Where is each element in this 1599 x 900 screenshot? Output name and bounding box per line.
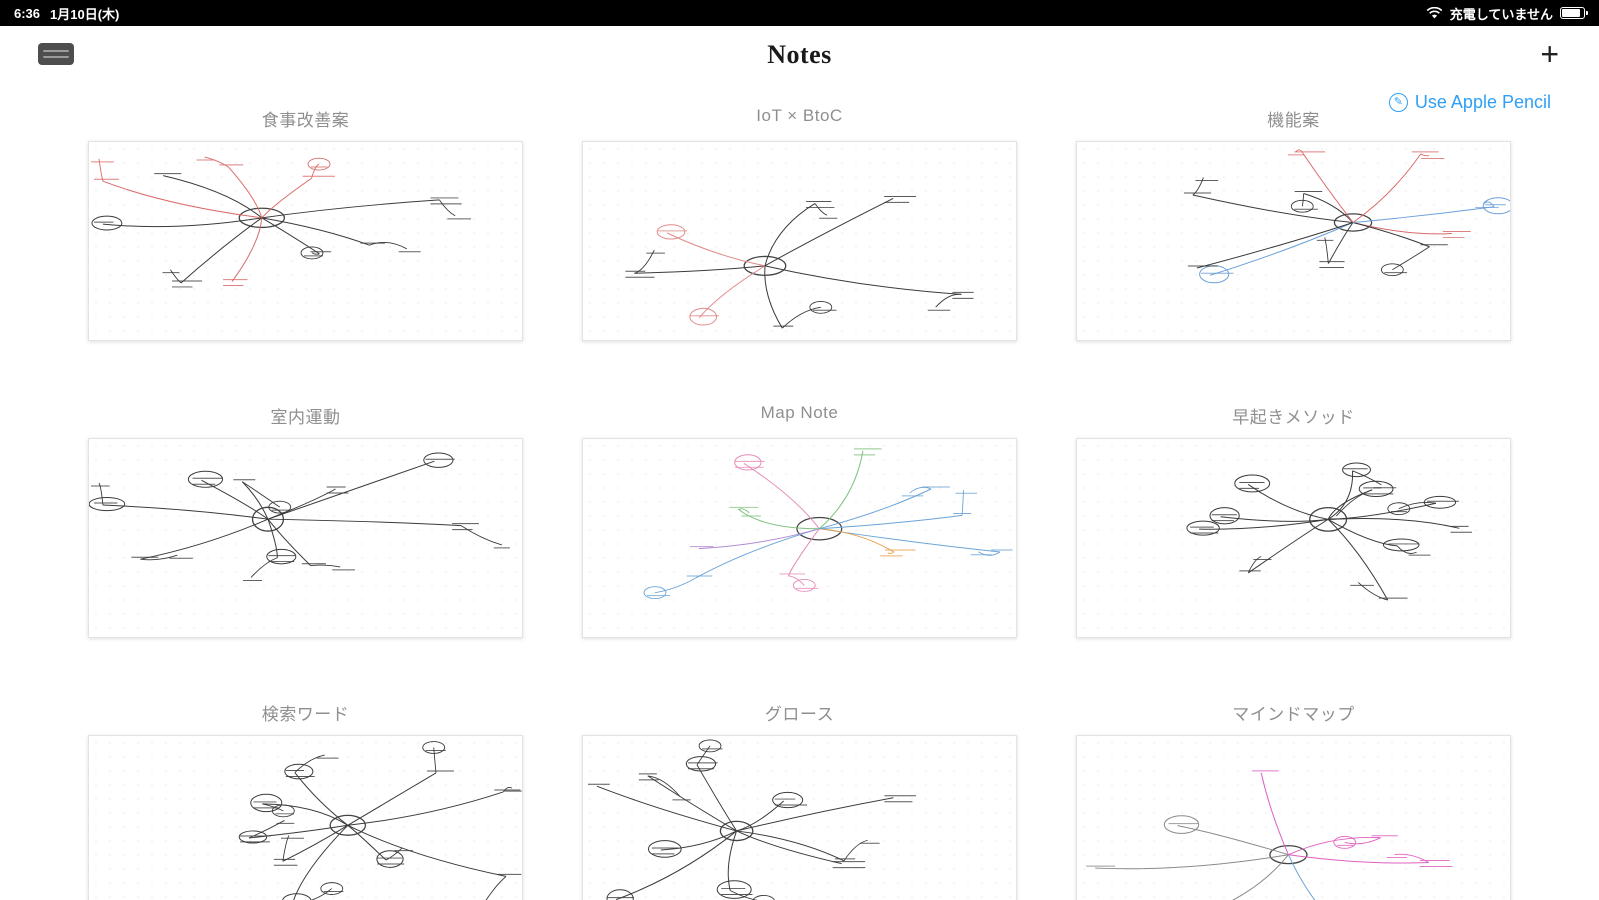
- main-content: 食事改善案 IoT × BtoC 機能案 室内運動 Map Note 早起きメソ…: [0, 84, 1599, 900]
- note-card[interactable]: [582, 735, 1017, 900]
- status-time: 6:36: [14, 5, 41, 21]
- note-title: グロース: [764, 705, 835, 724]
- note-card[interactable]: [88, 438, 523, 638]
- status-bar: 6:36 1月10日(木) 充電していません: [0, 0, 1599, 26]
- note-cell: マインドマップ: [1076, 700, 1511, 900]
- note-card[interactable]: [582, 438, 1017, 638]
- note-cell: 検索ワード: [88, 700, 523, 900]
- use-apple-pencil-label: Use Apple Pencil: [1414, 92, 1551, 112]
- note-card[interactable]: [88, 141, 523, 341]
- add-note-button[interactable]: +: [1540, 36, 1559, 72]
- charging-status: 充電していません: [1449, 6, 1553, 22]
- note-thumbnail-sketch: [1086, 770, 1453, 900]
- note-cell: 食事改善案: [88, 106, 523, 341]
- note-title: 機能案: [1267, 111, 1320, 130]
- page-title: Notes: [767, 40, 832, 69]
- note-card[interactable]: [88, 735, 523, 900]
- note-title: Map Note: [760, 403, 839, 422]
- note-cell: Map Note: [582, 403, 1017, 638]
- note-title: 早起きメソッド: [1232, 408, 1355, 427]
- note-thumbnail-sketch: [643, 448, 1013, 600]
- note-card[interactable]: [1076, 438, 1511, 638]
- note-card[interactable]: [582, 141, 1017, 341]
- note-thumbnail-sketch: [587, 739, 916, 900]
- notes-grid: 食事改善案 IoT × BtoC 機能案 室内運動 Map Note 早起きメソ…: [0, 106, 1599, 900]
- note-cell: 機能案: [1076, 106, 1511, 341]
- note-thumbnail-sketch: [1183, 149, 1510, 284]
- header: Notes +: [0, 26, 1599, 84]
- wifi-icon: [1426, 6, 1443, 18]
- note-thumbnail-sketch: [90, 156, 472, 288]
- apple-pencil-icon: ✎: [1388, 93, 1408, 112]
- use-apple-pencil-link[interactable]: ✎ Use Apple Pencil: [1388, 92, 1551, 113]
- battery-icon: [1560, 7, 1588, 19]
- note-cell: グロース: [582, 700, 1017, 900]
- note-title: 室内運動: [270, 408, 341, 427]
- note-title: マインドマップ: [1232, 705, 1355, 724]
- note-card[interactable]: [1076, 141, 1511, 341]
- note-title: 食事改善案: [261, 111, 350, 130]
- note-cell: 早起きメソッド: [1076, 403, 1511, 638]
- note-thumbnail-sketch: [1186, 462, 1472, 601]
- status-date: 1月10日(木): [50, 6, 120, 22]
- note-thumbnail-sketch: [89, 452, 510, 581]
- note-cell: 室内運動: [88, 403, 523, 638]
- hamburger-menu-button[interactable]: [38, 43, 74, 65]
- note-title: IoT × BtoC: [756, 106, 843, 125]
- note-thumbnail-sketch: [625, 195, 974, 329]
- note-card[interactable]: [1076, 735, 1511, 900]
- note-cell: IoT × BtoC: [582, 106, 1017, 341]
- note-thumbnail-sketch: [238, 741, 522, 900]
- note-title: 検索ワード: [261, 705, 350, 724]
